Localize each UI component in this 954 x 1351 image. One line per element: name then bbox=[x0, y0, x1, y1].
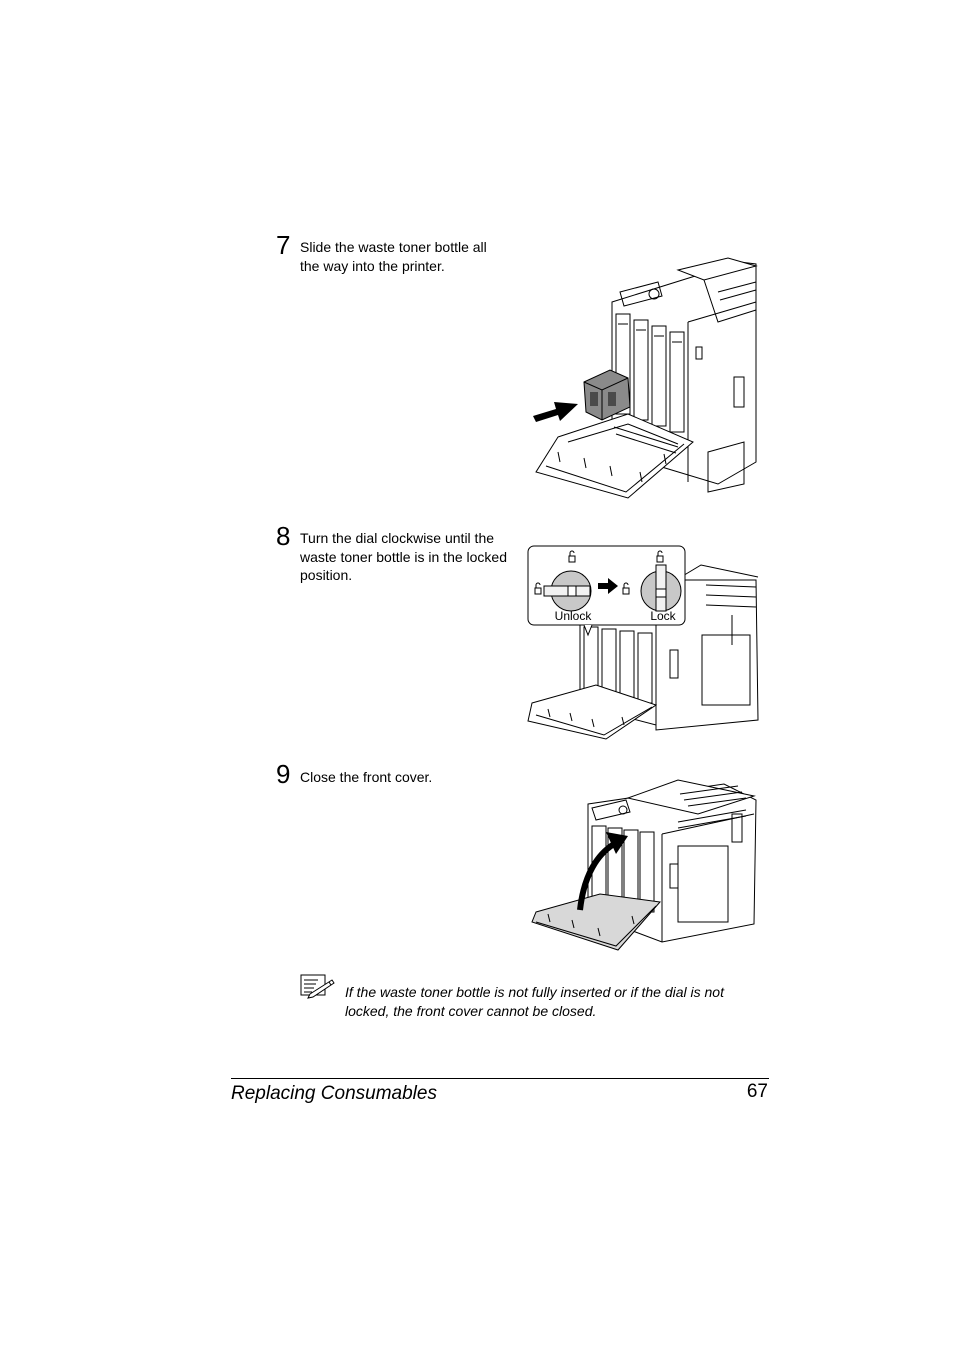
footer-section-title: Replacing Consumables bbox=[231, 1083, 437, 1104]
step-7-number: 7 bbox=[276, 230, 291, 260]
unlock-label: Unlock bbox=[555, 609, 593, 623]
dial-unlocked-icon bbox=[534, 550, 592, 612]
lock-label: Lock bbox=[650, 609, 676, 623]
note-text: If the waste toner bottle is not fully i… bbox=[345, 984, 724, 1019]
footer-divider bbox=[231, 1078, 769, 1079]
figure-turn-dial: Unlock Lock bbox=[527, 545, 759, 740]
note-pencil-icon bbox=[300, 974, 335, 999]
step-9-instruction: Close the front cover. bbox=[300, 769, 433, 785]
figure-insert-waste-toner-bottle bbox=[533, 257, 758, 499]
step-8-instruction: Turn the dial clockwise until the waste … bbox=[300, 530, 508, 583]
step-7-instruction: Slide the waste toner bottle all the way… bbox=[300, 239, 487, 274]
page-number: 67 bbox=[746, 1081, 768, 1102]
step-8-number: 8 bbox=[276, 521, 291, 551]
step-9-number: 9 bbox=[276, 759, 291, 789]
figure-close-front-cover bbox=[531, 779, 757, 951]
dial-locked-icon bbox=[622, 550, 682, 612]
